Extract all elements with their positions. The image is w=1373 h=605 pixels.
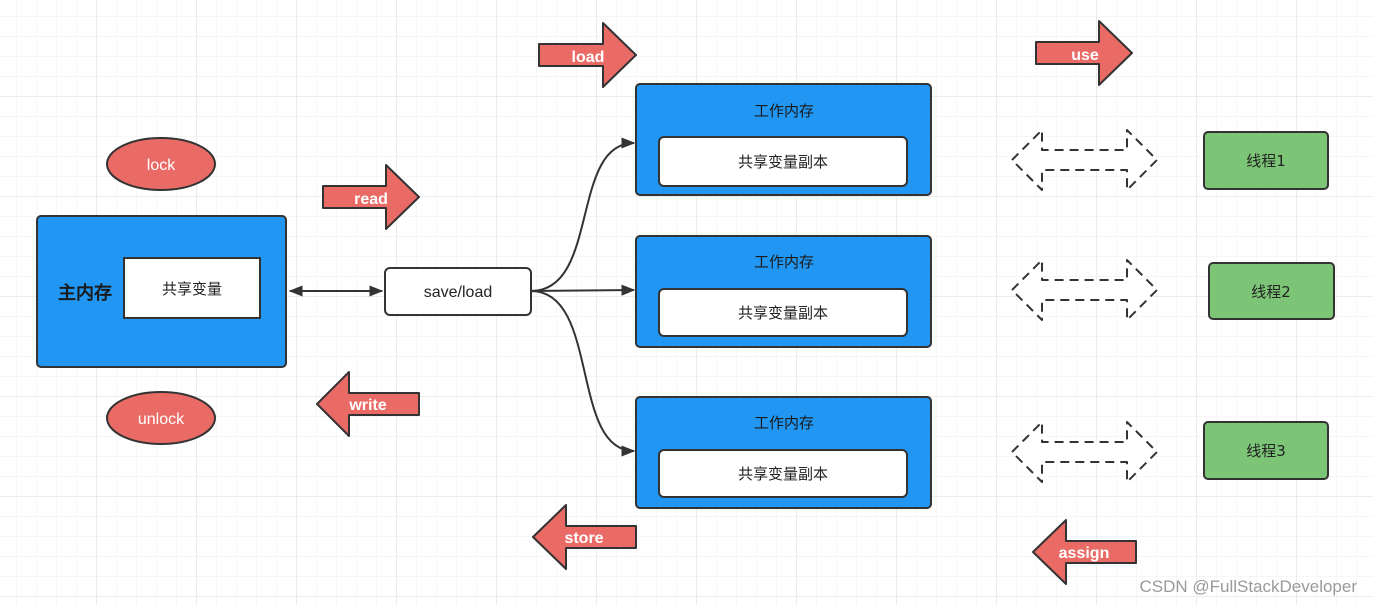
shared-variable-label: 共享变量 bbox=[162, 280, 222, 298]
thread-1-label: 线程1 bbox=[1246, 152, 1286, 170]
work-memory-2: 工作内存 共享变量副本 bbox=[635, 235, 932, 348]
save-load-label: save/load bbox=[424, 284, 493, 301]
lock-ellipse: lock bbox=[106, 137, 216, 191]
thread-2-box: 线程2 bbox=[1208, 262, 1335, 320]
use-label: use bbox=[1071, 47, 1099, 64]
hub-to-work-memory-2-connector bbox=[530, 284, 636, 296]
hub-to-work-memory-3-connector bbox=[530, 290, 636, 457]
shared-variable-copy-label: 共享变量副本 bbox=[738, 465, 828, 483]
shared-variable-copy-label: 共享变量副本 bbox=[738, 304, 828, 322]
dashed-double-arrow-2 bbox=[1011, 259, 1158, 321]
thread-1-box: 线程1 bbox=[1203, 131, 1329, 190]
dashed-double-arrow-3 bbox=[1011, 421, 1158, 483]
write-arrow: write bbox=[316, 371, 420, 437]
unlock-label: unlock bbox=[138, 411, 185, 428]
load-arrow: load bbox=[538, 22, 637, 88]
work-memory-title: 工作内存 bbox=[754, 414, 814, 432]
thread-3-label: 线程3 bbox=[1246, 442, 1286, 460]
write-label: write bbox=[348, 397, 386, 414]
work-memory-title: 工作内存 bbox=[754, 253, 814, 271]
work-memory-title: 工作内存 bbox=[754, 102, 814, 120]
watermark: CSDN @FullStackDeveloper bbox=[1139, 577, 1357, 596]
shared-variable-copy-label: 共享变量副本 bbox=[738, 153, 828, 171]
read-arrow: read bbox=[322, 164, 420, 230]
shared-variable-copy-box bbox=[658, 136, 908, 187]
work-memory-3: 工作内存 共享变量副本 bbox=[635, 396, 932, 509]
shared-variable-copy-box bbox=[658, 449, 908, 498]
thread-2-label: 线程2 bbox=[1251, 283, 1291, 301]
assign-label: assign bbox=[1059, 545, 1110, 562]
work-memory-1: 工作内存 共享变量副本 bbox=[635, 83, 932, 196]
main-memory-label: 主内存 bbox=[58, 282, 112, 304]
main-memory-box: 主内存 共享变量 bbox=[36, 215, 287, 368]
read-label: read bbox=[354, 191, 388, 208]
shared-variable-copy-box bbox=[658, 288, 908, 337]
save-load-box: save/load bbox=[384, 267, 532, 316]
unlock-ellipse: unlock bbox=[106, 391, 216, 445]
shared-variable-box bbox=[123, 257, 261, 319]
load-label: load bbox=[572, 49, 605, 66]
store-label: store bbox=[564, 530, 603, 547]
assign-arrow: assign bbox=[1032, 519, 1137, 585]
dashed-double-arrow-1 bbox=[1011, 129, 1158, 191]
hub-to-work-memory-1-connector bbox=[530, 137, 636, 292]
lock-label: lock bbox=[147, 157, 176, 174]
store-arrow: store bbox=[532, 504, 637, 570]
thread-3-box: 线程3 bbox=[1203, 421, 1329, 480]
use-arrow: use bbox=[1035, 20, 1133, 86]
